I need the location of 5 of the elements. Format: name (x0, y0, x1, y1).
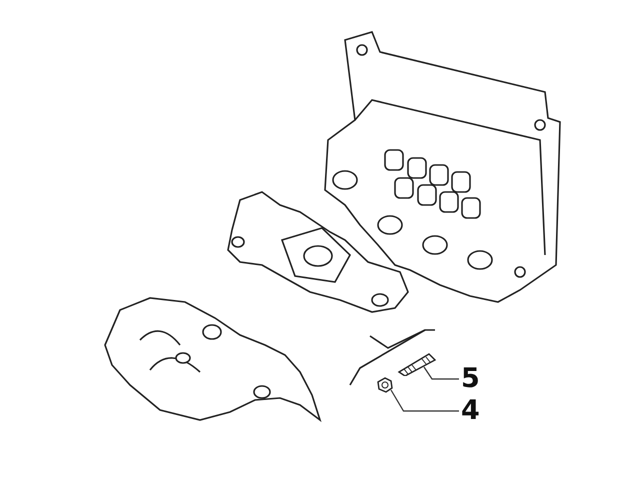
nut-icon (377, 377, 393, 393)
callout-number: 4 (461, 397, 480, 425)
leader-line (390, 390, 459, 412)
callout-number: 5 (461, 365, 480, 393)
leader-line (424, 366, 459, 380)
